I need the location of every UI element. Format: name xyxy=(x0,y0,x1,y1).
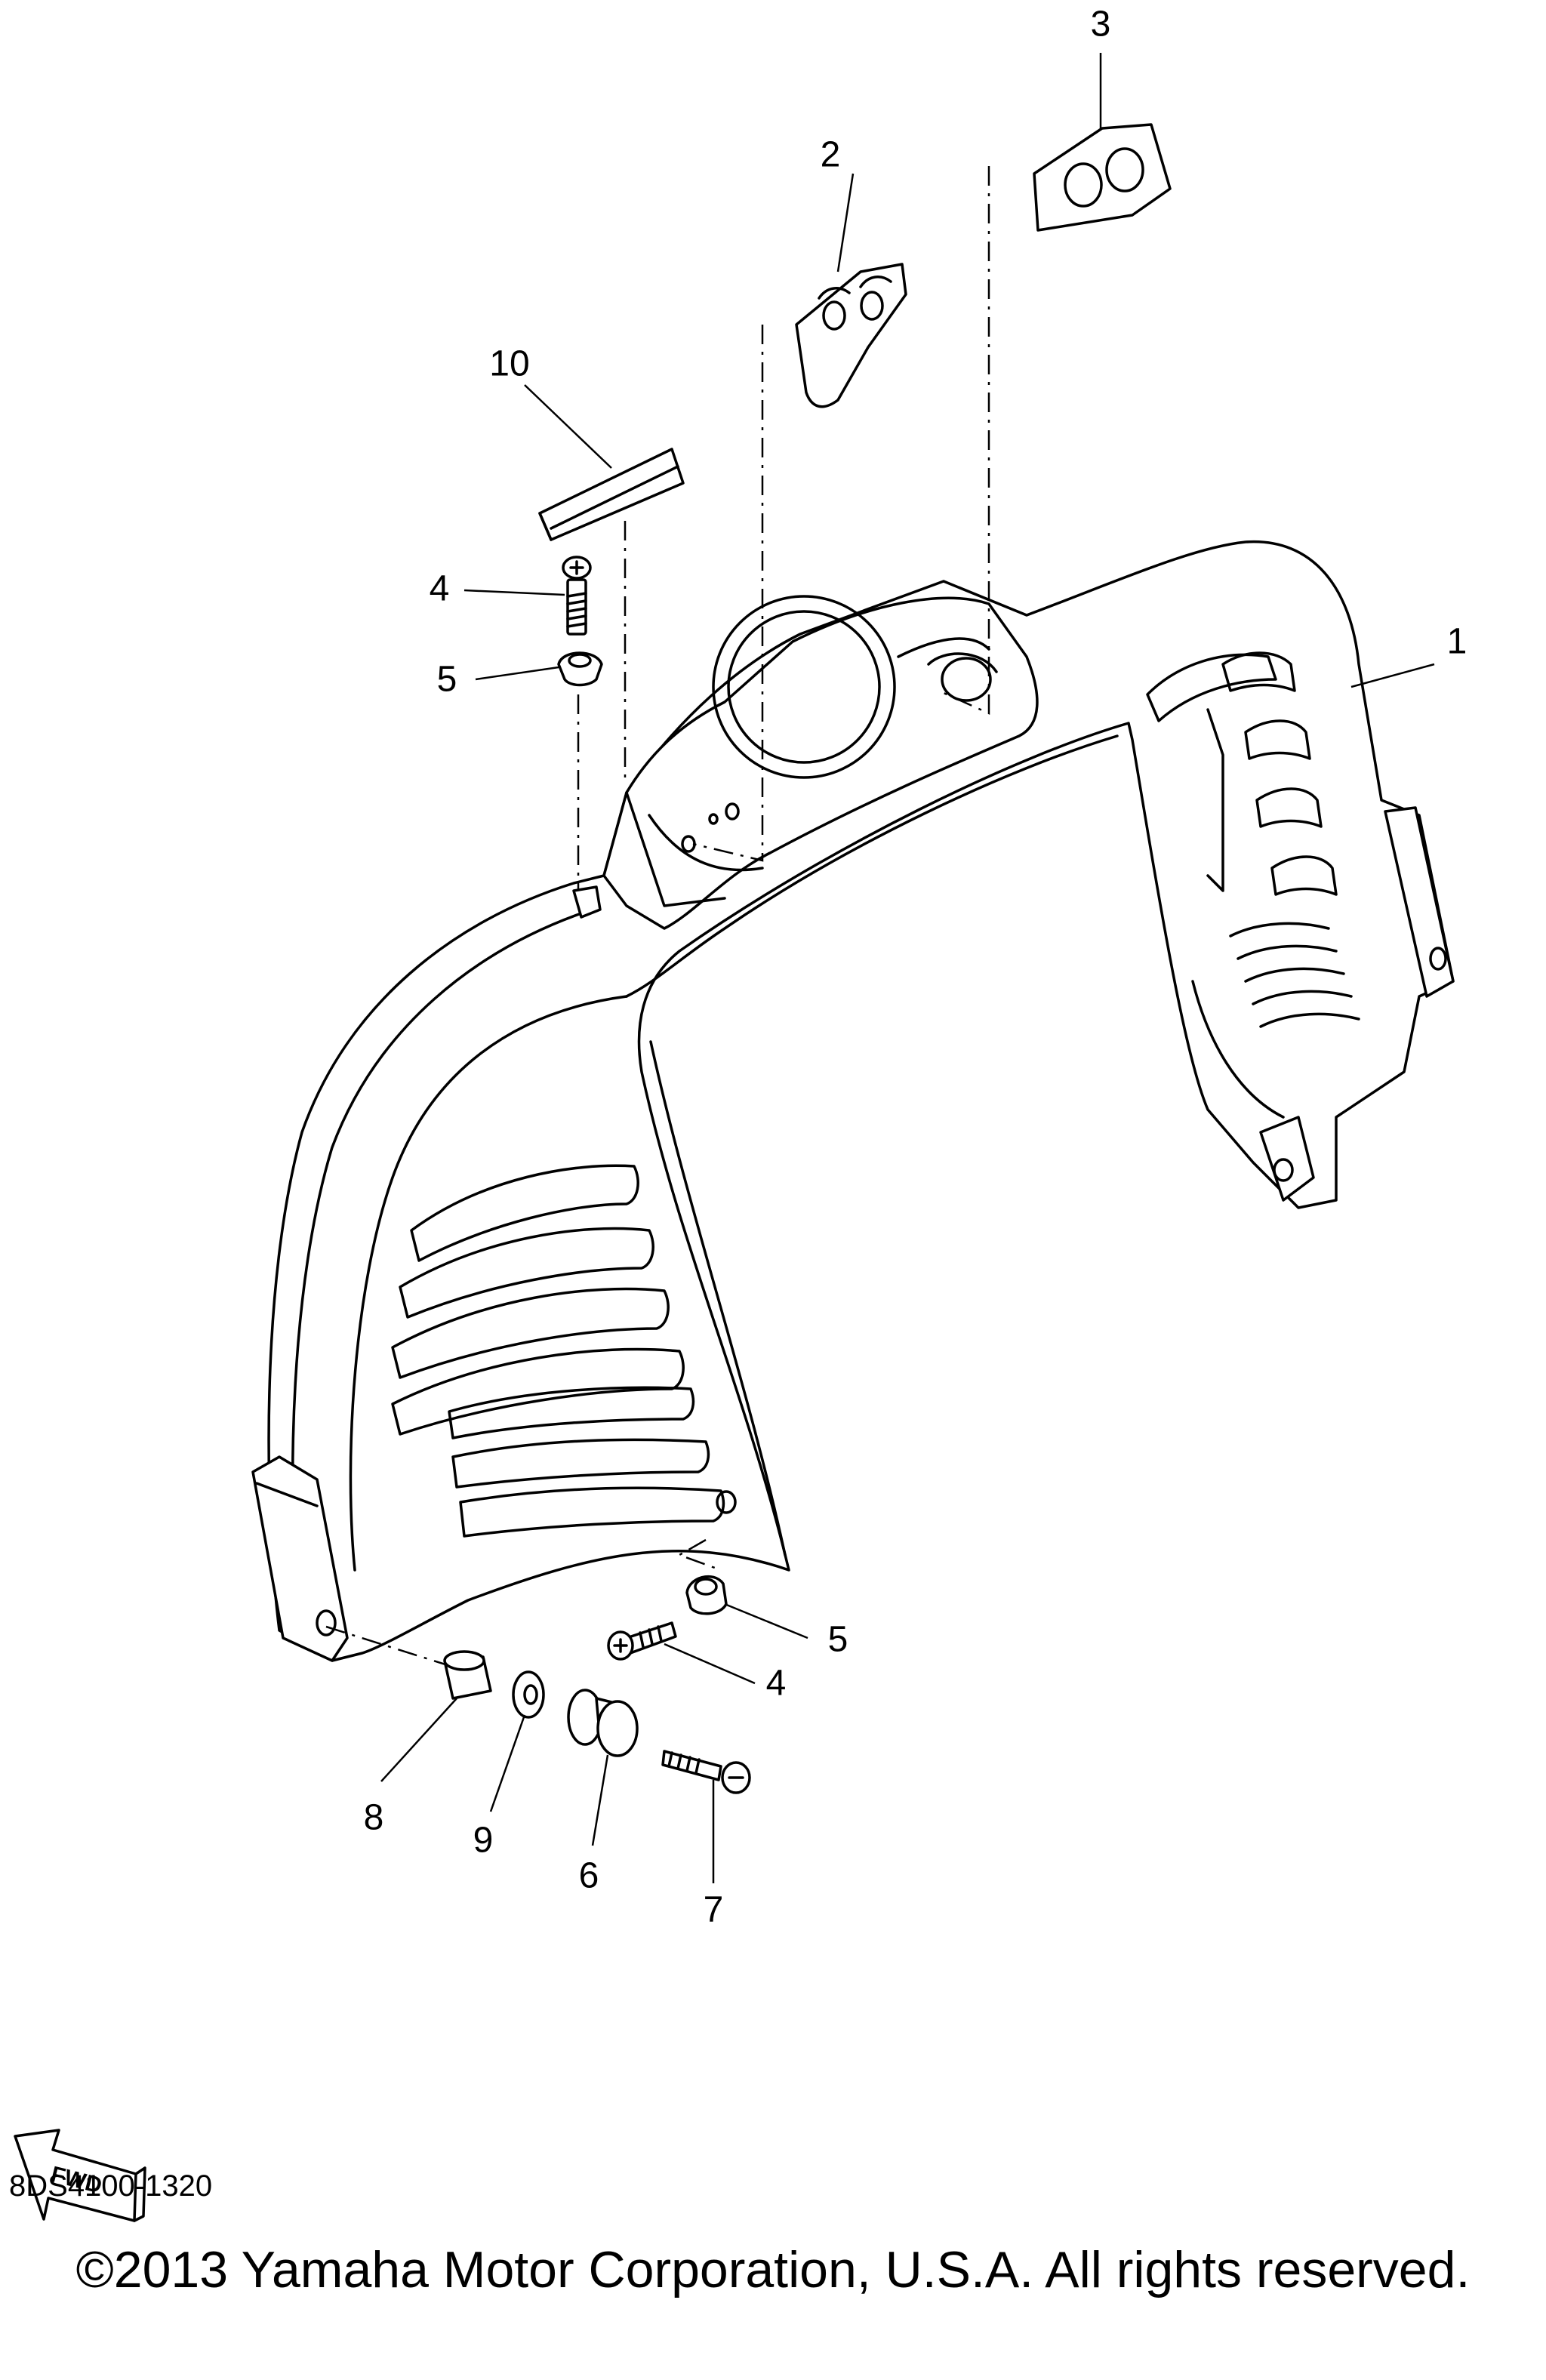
callout-5-bottom: 5 xyxy=(828,1620,848,1660)
part-7-bolt[interactable] xyxy=(661,1750,751,1794)
alignment-lines xyxy=(325,166,990,1666)
callout-3: 3 xyxy=(1091,5,1111,45)
part-10-rubber-strip[interactable] xyxy=(538,448,685,541)
callout-7: 7 xyxy=(704,1890,724,1930)
callout-4-bottom: 4 xyxy=(766,1664,787,1704)
part-1-fender-body[interactable] xyxy=(251,540,1455,1662)
callout-5-top: 5 xyxy=(437,660,457,700)
leader-lines xyxy=(380,53,1435,1883)
callout-6: 6 xyxy=(579,1856,599,1896)
part-4-screw-top[interactable] xyxy=(562,556,592,636)
callout-8: 8 xyxy=(364,1798,384,1838)
part-9-washer[interactable] xyxy=(512,1670,545,1719)
part-4-screw-bottom[interactable] xyxy=(607,1621,677,1661)
callout-4-top: 4 xyxy=(430,569,450,609)
callout-9: 9 xyxy=(473,1821,494,1861)
fwd-arrow-icon: FWD xyxy=(14,2129,146,2222)
drawing-code: 8DS4100-1320 xyxy=(9,2169,213,2203)
part-2-bracket-plate[interactable] xyxy=(795,263,907,408)
part-5-grommet-bottom[interactable] xyxy=(685,1575,728,1615)
part-8-collar[interactable] xyxy=(443,1650,492,1700)
callouts: 1 2 3 10 4 5 5 4 8 9 6 7 xyxy=(364,5,1467,1930)
copyright-notice: ©2013 Yamaha Motor Corporation, U.S.A. A… xyxy=(75,2241,1471,2298)
part-6-damper[interactable] xyxy=(567,1689,639,1757)
callout-1: 1 xyxy=(1447,622,1467,662)
callout-10: 10 xyxy=(489,344,529,384)
part-3-bracket-plate[interactable] xyxy=(1033,123,1172,232)
callout-2: 2 xyxy=(821,135,841,175)
part-5-grommet-top[interactable] xyxy=(557,651,603,687)
